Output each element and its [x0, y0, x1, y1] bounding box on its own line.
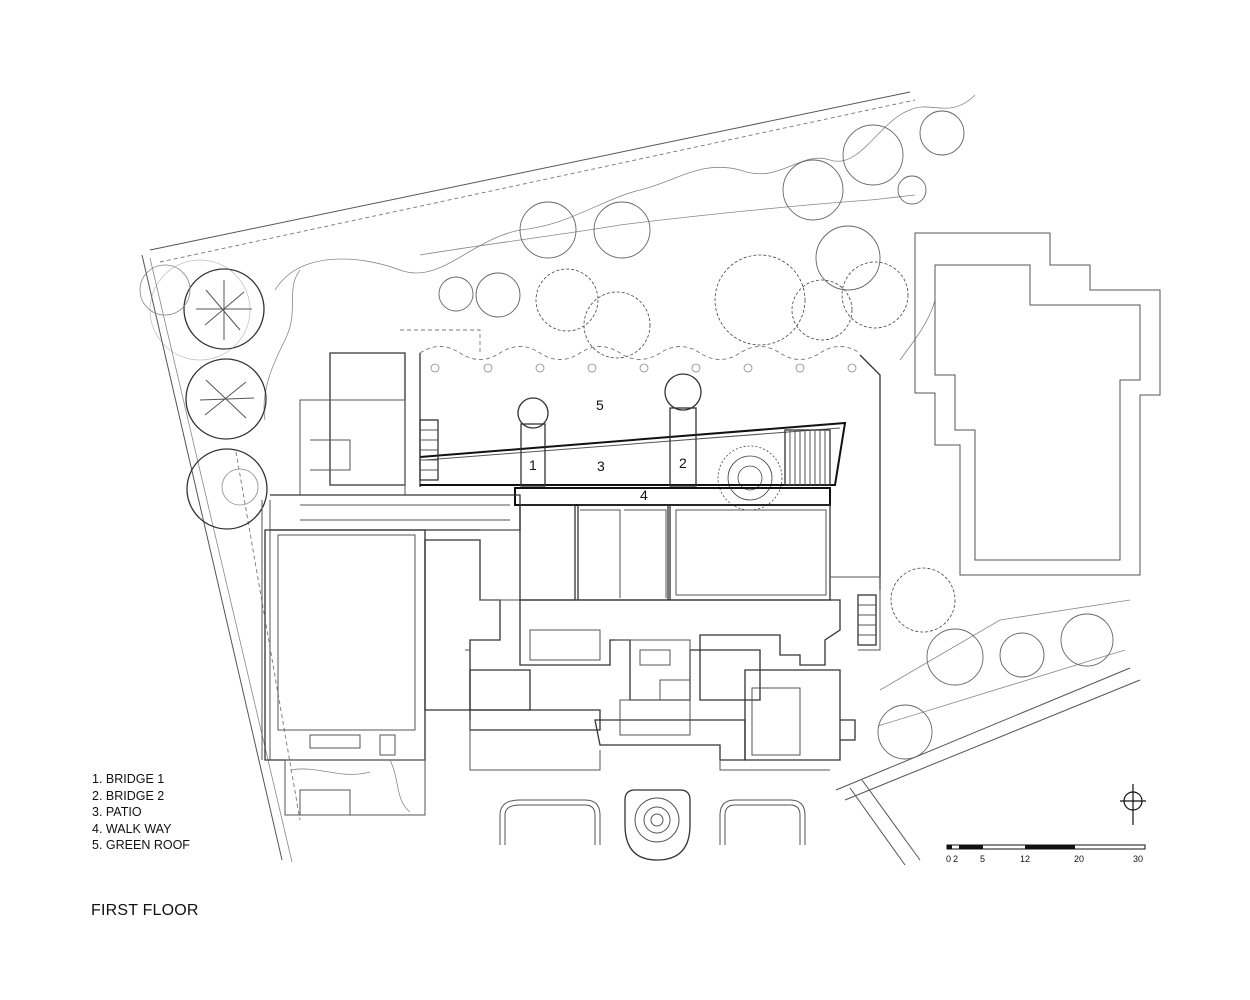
- scale-tick-5: 5: [980, 854, 985, 864]
- label-walk-way: 4: [640, 487, 648, 503]
- central-building: [424, 504, 881, 771]
- circular-planters: [139, 259, 268, 530]
- scale-tick-2: 2: [953, 854, 958, 864]
- drawing-title: FIRST FLOOR: [91, 902, 199, 919]
- green-roof-outline: [419, 346, 881, 590]
- scale-bar: 0 2 5 12 20 30: [946, 844, 1146, 864]
- landscape-paths: [263, 94, 976, 421]
- side-stair: [857, 594, 877, 646]
- main-building: [261, 329, 521, 816]
- plan-labels: 5 1 3 2 4: [529, 397, 687, 503]
- trees: [438, 110, 1114, 760]
- neighbour-building: [914, 232, 1161, 576]
- scale-tick-0: 0: [946, 854, 951, 864]
- legend-item-walk-way: 4. WALK WAY: [92, 821, 172, 836]
- entrance-gardens: [499, 789, 806, 861]
- scale-tick-20: 20: [1074, 854, 1084, 864]
- legend-item-bridge-2: 2. BRIDGE 2: [92, 788, 165, 803]
- legend-item-green-roof: 5. GREEN ROOF: [92, 838, 190, 852]
- scale-tick-30: 30: [1133, 854, 1143, 864]
- north-arrow-icon: [1120, 784, 1146, 825]
- patio-and-bridges: [419, 373, 847, 506]
- label-bridge-1: 1: [529, 457, 537, 473]
- stair-block: [784, 429, 831, 486]
- legend-item-patio: 3. PATIO: [92, 805, 142, 819]
- legend-item-bridge-1: 1. BRIDGE 1: [92, 772, 165, 786]
- legend: 1. BRIDGE 1 2. BRIDGE 2 3. PATIO 4. WALK…: [92, 771, 190, 854]
- scale-tick-12: 12: [1020, 854, 1030, 864]
- label-green-roof: 5: [596, 397, 604, 413]
- foliage-trees: [535, 254, 956, 633]
- site-boundary: [141, 91, 1141, 866]
- label-bridge-2: 2: [679, 455, 687, 471]
- label-patio: 3: [597, 458, 605, 474]
